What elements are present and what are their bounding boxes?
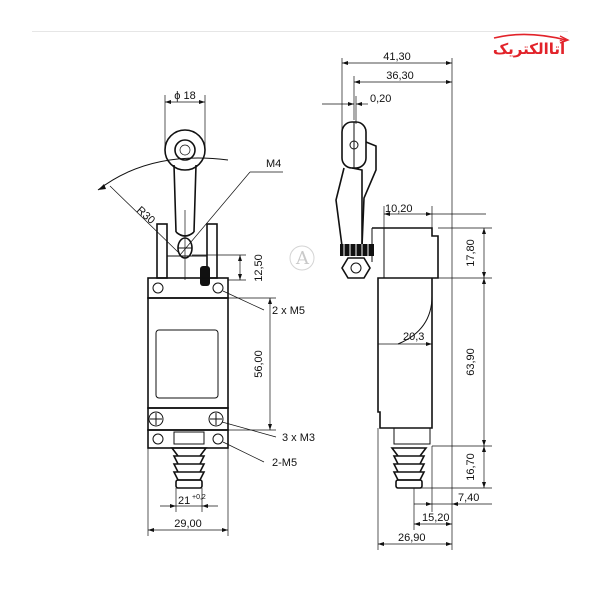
dim-base-depth: 26,90 — [398, 532, 426, 544]
brand-logo: آتاالکتریک — [493, 33, 570, 58]
dim-plunger-tolerance: +0,2 — [192, 494, 206, 501]
cover-screw-left — [148, 411, 164, 427]
dim-arm-height: 12,50 — [253, 254, 265, 282]
plunger-tip-side — [395, 479, 423, 489]
bend-radius-arc — [397, 295, 433, 345]
arm-sweep-arc — [97, 157, 229, 191]
plunger-collar-side — [393, 427, 431, 445]
dim-roller-offset: 36,30 — [386, 70, 414, 82]
head-housing — [372, 227, 439, 296]
dim-plunger-depth: 15,20 — [422, 512, 450, 524]
roller-outer — [164, 129, 206, 171]
head-left-block — [156, 223, 168, 279]
base-block — [147, 429, 229, 449]
cover-screw-right — [208, 411, 224, 427]
roller-inner — [174, 139, 196, 161]
dim-head-height: 17,80 — [465, 239, 477, 267]
body-side — [377, 278, 433, 429]
dim-cover-screws: 3 x M3 — [282, 432, 315, 444]
watermark-letter: A — [295, 248, 310, 269]
mount-hole-right — [212, 282, 224, 294]
watermark: A — [289, 245, 315, 271]
dim-mount-holes: 2 x M5 — [272, 305, 305, 317]
dim-plunger-offset: 7,40 — [458, 492, 479, 504]
dim-plunger-height: 16,70 — [465, 453, 477, 481]
brand-logo-text: آتاالکتریک — [493, 40, 566, 58]
dim-roller-gap: 0,20 — [370, 93, 391, 105]
body-label-window — [155, 329, 219, 399]
hex-nut — [341, 257, 371, 279]
dim-arm-thread: M4 — [266, 158, 281, 170]
dim-conduit-thread: 2-M5 — [272, 457, 297, 469]
plunger-spring — [170, 447, 208, 481]
dim-overall-depth: 41,30 — [383, 51, 411, 63]
plunger-tip — [175, 479, 203, 489]
dim-roller-diameter: ϕ 18 — [174, 90, 195, 102]
roller-axle — [179, 144, 191, 156]
dim-body-height-side: 63,90 — [465, 348, 477, 376]
mount-hole-left — [152, 282, 164, 294]
base-hole-left — [152, 433, 164, 445]
top-divider-line — [32, 31, 568, 32]
switch-body — [147, 297, 229, 409]
arm-clamp-side — [340, 244, 374, 256]
lever-arm — [173, 164, 197, 233]
head-pin — [200, 266, 210, 286]
base-hole-right — [212, 433, 224, 445]
dim-arm-offset: 10,20 — [385, 203, 413, 215]
dim-plunger-width: 21 — [178, 495, 190, 507]
dim-arm-radius: R30 — [134, 204, 157, 226]
side-view: 41,30 36,30 0,20 — [322, 51, 492, 550]
plunger-collar — [173, 431, 205, 445]
dim-body-width: 29,00 — [174, 518, 202, 530]
lever-arm-side — [335, 167, 363, 247]
front-view: ϕ 18 R30 M4 2 x M — [97, 90, 315, 536]
plunger-spring-side — [390, 447, 428, 481]
dim-bend-radius: 20,3 — [403, 331, 424, 343]
mounting-plate — [147, 277, 229, 299]
dim-body-height: 56,00 — [253, 350, 265, 378]
